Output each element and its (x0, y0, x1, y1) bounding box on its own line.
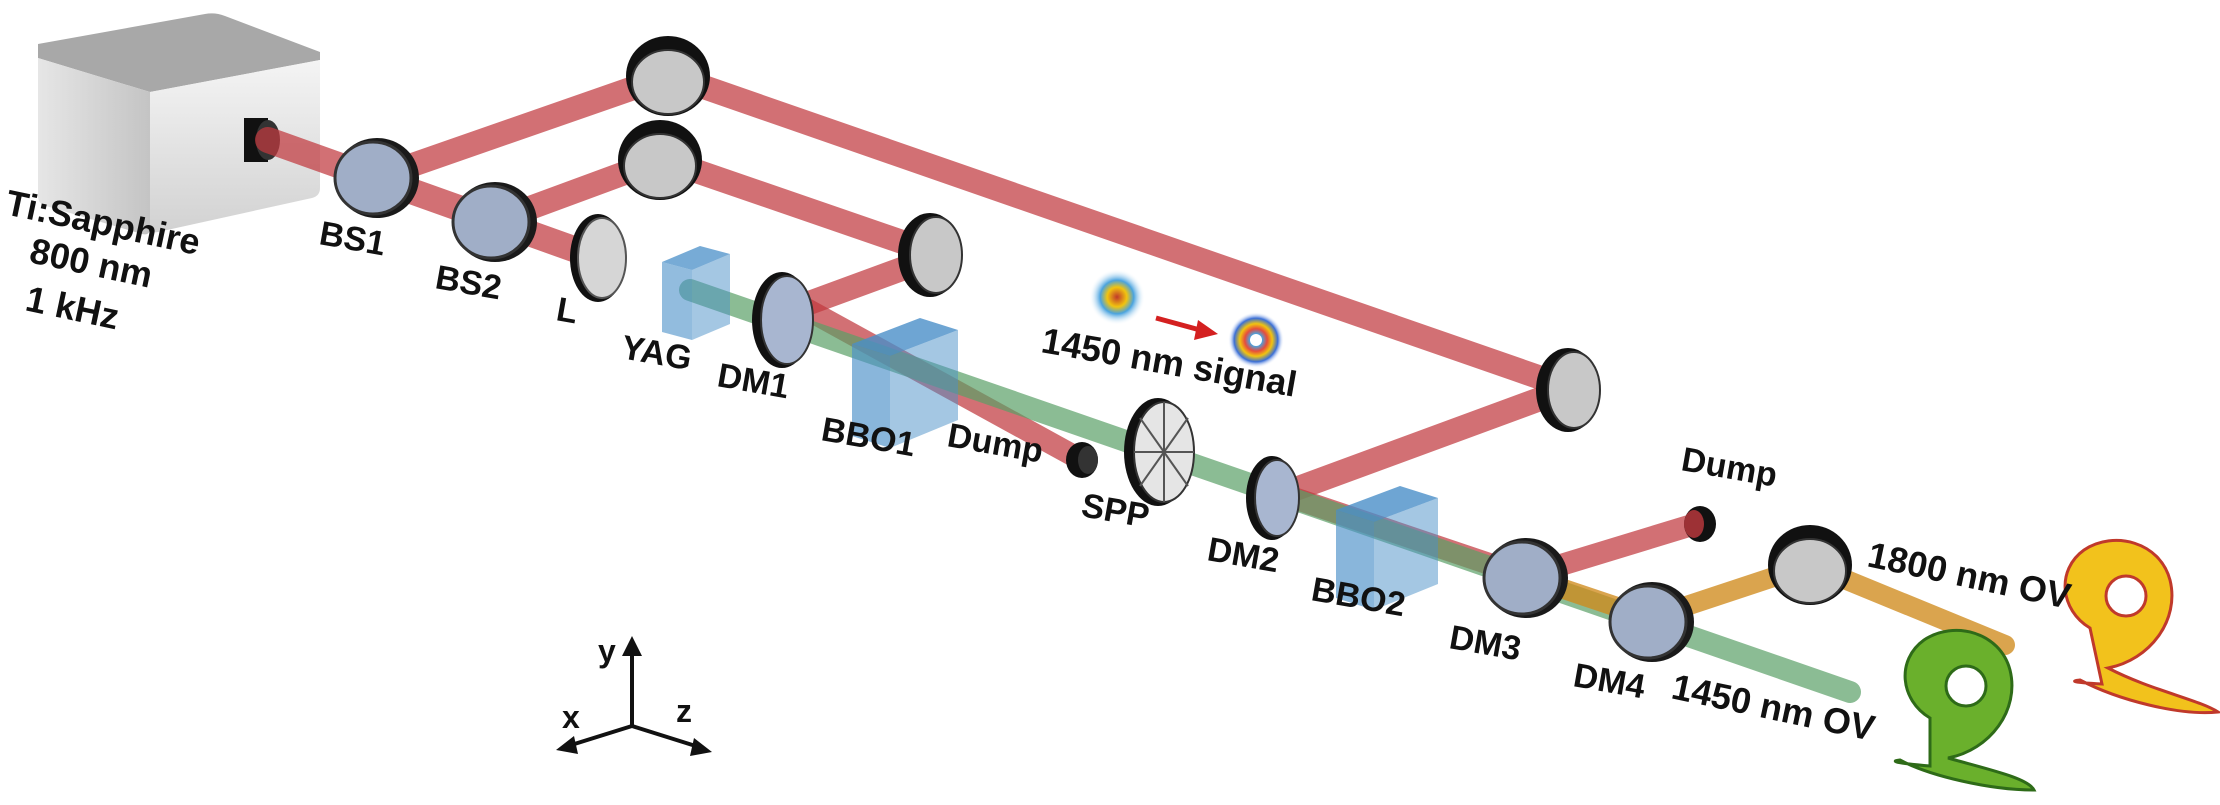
coordinate-axes (556, 636, 712, 756)
dm4-label: DM4 (1571, 656, 1648, 706)
bs2-label: BS2 (433, 258, 505, 307)
dm4-dichroic-mirror (1608, 582, 1694, 662)
mirror-near-bbo1 (898, 213, 963, 297)
bbo2-crystal (1336, 486, 1438, 610)
top-mirror-2 (618, 120, 702, 200)
bs1-label: BS1 (317, 214, 389, 263)
green-vortex-icon (1894, 628, 2037, 792)
beam-dump-1 (1066, 442, 1098, 478)
bbo1-crystal (852, 318, 958, 448)
axis-y-label: y (598, 633, 616, 669)
axis-z-label: z (676, 693, 692, 729)
dm3-dichroic-mirror (1482, 538, 1568, 618)
signal-output-label: 1450 nm OV (1668, 666, 1878, 749)
bs1-beam-splitter (333, 138, 419, 218)
yag-crystal (662, 246, 730, 340)
far-mirror (1536, 348, 1601, 432)
top-mirror-1 (626, 36, 710, 116)
beam-dump-2 (1684, 506, 1716, 542)
conversion-arrow (1155, 315, 1201, 333)
pump-beams (255, 64, 1713, 587)
gaussian-spot-image (1089, 269, 1145, 325)
yellow-vortex-icon (2063, 538, 2220, 715)
output-mirror (1768, 525, 1852, 605)
dm2-dichroic-mirror (1246, 456, 1300, 540)
signal-inset (1089, 269, 1284, 368)
axis-x-label: x (562, 699, 580, 735)
bs2-beam-splitter (451, 182, 537, 262)
dm1-dichroic-mirror (752, 272, 814, 368)
lens (570, 214, 627, 302)
dm3-label: DM3 (1447, 618, 1524, 668)
dump2-label: Dump (1679, 440, 1780, 494)
lens-label: L (554, 290, 581, 331)
spp-spiral-phase-plate (1124, 398, 1195, 506)
